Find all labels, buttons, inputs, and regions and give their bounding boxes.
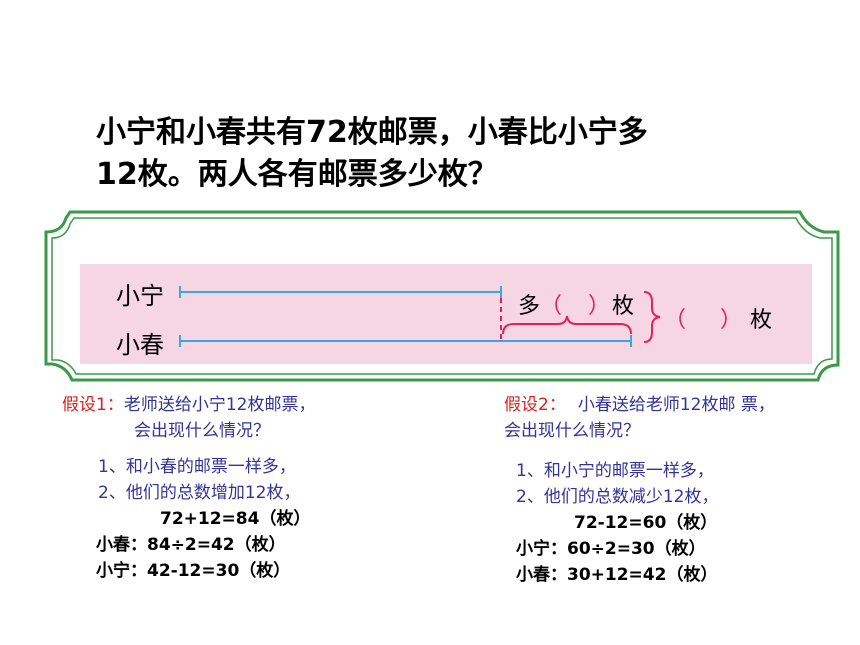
more-prefix: 多 [518,294,541,319]
total-open-paren: （ [664,308,687,333]
more-unit: 枚 [612,294,635,319]
more-open-paren: （ [540,294,563,319]
problem-text: 小宁和小春共有72枚邮票，小春比小宁多 12枚。两人各有邮票多少枚？ [96,112,776,196]
hypothesis-2-calc1: 72-12=60（枚） [574,513,718,533]
total-brace [643,291,661,343]
hypothesis-1-calc2: 小春：84÷2=42（枚） [96,535,286,555]
hypothesis-1-item2: 2、他们的总数增加12枚， [98,483,301,503]
total-unit: 枚 [750,308,773,333]
extra-brace [502,315,632,335]
total-close-paren: ） [720,308,743,333]
hypothesis-1-label: 假设1： [62,395,124,415]
hypothesis-2-label: 假设2： [504,395,566,415]
hypothesis-2-item1: 1、和小宁的邮票一样多， [516,461,714,481]
hypothesis-2-line2: 会出现什么情况？ [504,421,640,441]
hypothesis-1-item1: 1、和小春的邮票一样多， [98,457,296,477]
diagram-panel [80,264,812,364]
hypothesis-1-calc1: 72+12=84（枚） [160,509,311,529]
more-close-paren: ） [588,294,611,319]
hypothesis-2-item2: 2、他们的总数减少12枚， [516,487,719,507]
problem-line-2: 12枚。两人各有邮票多少枚？ [96,157,498,192]
hypothesis-2-line1: 小春送给老师12枚邮 票， [577,395,775,415]
problem-line-1: 小宁和小春共有72枚邮票，小春比小宁多 [96,115,648,150]
label-xiaochun: 小春 [116,331,164,359]
hypothesis-2-calc2: 小宁：60÷2=30（枚） [516,539,706,559]
hypothesis-2-calc3: 小春：30+12=42（枚） [516,565,718,585]
label-xiaoning: 小宁 [116,282,164,310]
frame-inner [51,217,833,375]
hypothesis-1-line2: 会出现什么情况？ [134,421,270,441]
hypothesis-1-calc3: 小宁：42-12=30（枚） [96,561,291,581]
hypothesis-1-line1: 老师送给小宁12枚邮票， [123,395,316,415]
